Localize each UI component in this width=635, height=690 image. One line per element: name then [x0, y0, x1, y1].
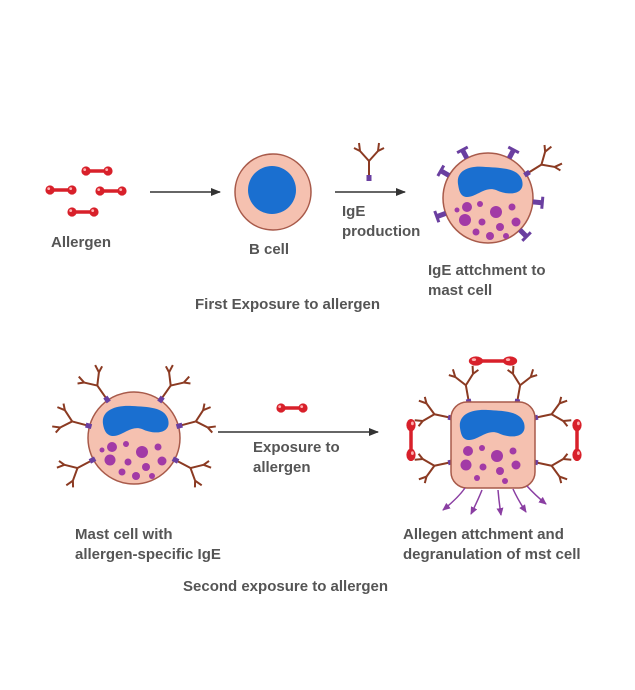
mast-cell-label-line1: Mast cell with: [75, 526, 173, 543]
allergen-molecule-icon: [274, 401, 310, 415]
first-exposure-title: First Exposure to allergen: [195, 296, 381, 313]
degranulation-label-line1: Allegen attchment and: [403, 526, 564, 543]
degranulation-label-line2: degranulation of mst cell: [403, 546, 581, 563]
ige-production-label-line2: production: [342, 223, 421, 240]
exposure-label-line1: Exposure to: [253, 439, 340, 456]
mast-cell-ige-icon: [49, 361, 219, 491]
ige-attachment-label-line1: IgE attchment to: [428, 262, 546, 279]
allergen-label: Allergen: [51, 234, 112, 251]
allergen-molecules: [43, 164, 129, 219]
b-cell-label: B cell: [249, 241, 290, 258]
degranulating-mast-cell-icon: [406, 356, 581, 516]
second-exposure-title: Second exposure to allergen: [183, 578, 389, 595]
b-cell-icon: [234, 153, 312, 231]
ige-production-label-line1: IgE: [342, 203, 366, 220]
mast-cell-label-line2: allergen-specific IgE: [75, 546, 221, 563]
ige-attachment-label-line2: mast cell: [428, 282, 493, 299]
ige-antibody-icon: [353, 142, 385, 182]
mast-cell-top-icon: [433, 141, 566, 244]
exposure-label-line2: allergen: [253, 459, 311, 476]
